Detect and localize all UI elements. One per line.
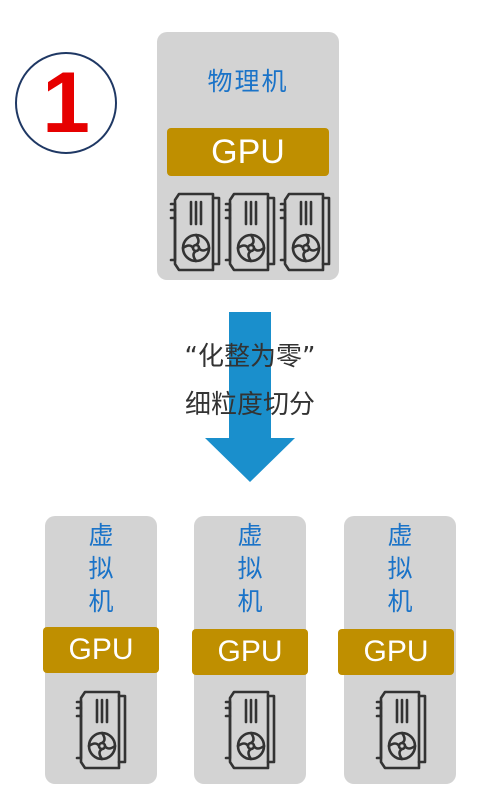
step-number-badge: 1 [15, 52, 117, 154]
step-number: 1 [42, 55, 90, 151]
virtual-gpu-bar: GPU [192, 629, 308, 675]
graphics-card-icon [222, 190, 278, 274]
graphics-card-icon [277, 190, 333, 274]
virtual-gpu-bar: GPU [338, 629, 454, 675]
arrow-down-icon [205, 312, 295, 482]
graphics-card-icon [73, 688, 129, 772]
virtual-machine-title: 虚 拟 机 [237, 521, 263, 616]
virtual-machine-title: 虚 拟 机 [88, 521, 114, 616]
physical-machine-title: 物理机 [207, 67, 289, 96]
caption-line-1: “化整为零” [184, 342, 316, 372]
caption-line-2: 细粒度切分 [184, 390, 315, 420]
virtual-gpu-bar: GPU [43, 627, 159, 673]
graphics-card-icon [222, 688, 278, 772]
virtual-machine-title: 虚 拟 机 [387, 521, 413, 616]
graphics-card-icon [373, 688, 429, 772]
graphics-card-icon [167, 190, 223, 274]
physical-gpu-bar: GPU [167, 128, 329, 176]
